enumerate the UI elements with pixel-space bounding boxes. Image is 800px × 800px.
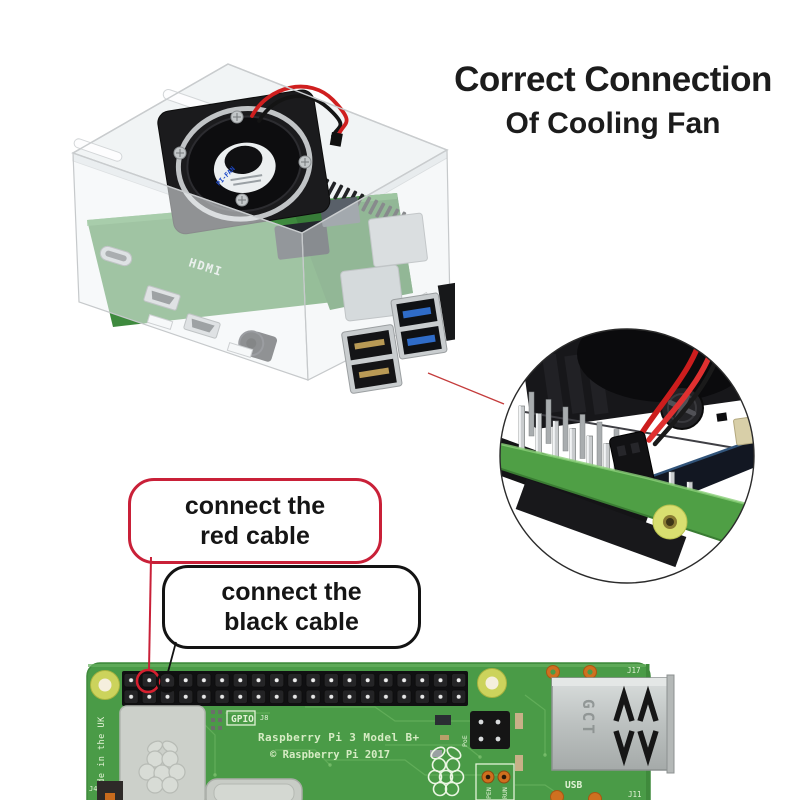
model-label: Raspberry Pi 3 Model B+ (258, 731, 420, 744)
poe-header: PoE (461, 711, 510, 749)
pcb-edge-closeup (500, 440, 754, 555)
j17-label: J17 (627, 666, 641, 675)
run-label: RUN (501, 787, 509, 799)
j11-label: J11 (628, 790, 642, 799)
callout-red-cable: connect the red cable (128, 478, 382, 564)
gpio-label: GPIO (231, 714, 254, 725)
raspberry-emboss (138, 740, 186, 794)
usb-port: GCT (546, 665, 675, 800)
case-with-fan-photo: HDMI PI-FAN (71, 63, 455, 394)
made-in-uk-label: Made in the UK (97, 716, 107, 795)
red-callout-connector-line (148, 556, 152, 671)
title-block: Correct Connection Of Cooling Fan (448, 60, 778, 141)
j8-label: J8 (260, 714, 268, 722)
callout-red-line-1: connect the (184, 492, 326, 520)
usb-stamp: GCT (579, 699, 598, 737)
oscillator (205, 778, 303, 800)
ethernet-port (437, 281, 455, 341)
callout-black-line-1: connect the (221, 578, 362, 606)
gpio-header (122, 671, 468, 706)
smd-components (211, 710, 523, 771)
usb3-stack (390, 292, 448, 360)
j4-label: J4 (89, 785, 97, 793)
copyright-label: © Raspberry Pi 2017 (270, 749, 390, 761)
wireless-module (119, 705, 206, 800)
usb2-stack (341, 324, 403, 394)
callout-red-line-2: red cable (200, 522, 310, 550)
usb-tongues (613, 685, 659, 767)
magnified-connection-view (499, 328, 755, 584)
raspberry-silkscreen-logo (427, 746, 465, 797)
pi3-board-photo: Made in the UK GPIO J8 Raspberry Pi 3 Mo… (86, 662, 675, 800)
poe-label: PoE (461, 735, 469, 747)
fan-screws (173, 110, 312, 207)
j4-component (97, 781, 123, 800)
callout-black-line-2: black cable (224, 608, 359, 636)
callout-black-cable: connect the black cable (162, 565, 421, 649)
title-line-1: Correct Connection (454, 60, 772, 99)
fan-wires (250, 84, 349, 147)
usb-label: USB (565, 780, 582, 791)
mounting-hole-right (477, 668, 507, 698)
pen-label: PEN (485, 787, 493, 799)
mounting-hole-left (90, 670, 120, 700)
title-line-2: Of Cooling Fan (505, 107, 721, 140)
silkscreen: Made in the UK GPIO J8 Raspberry Pi 3 Mo… (89, 666, 642, 799)
pen-run-pads: PEN RUN (475, 763, 515, 800)
mounting-hole-closeup (652, 504, 688, 540)
